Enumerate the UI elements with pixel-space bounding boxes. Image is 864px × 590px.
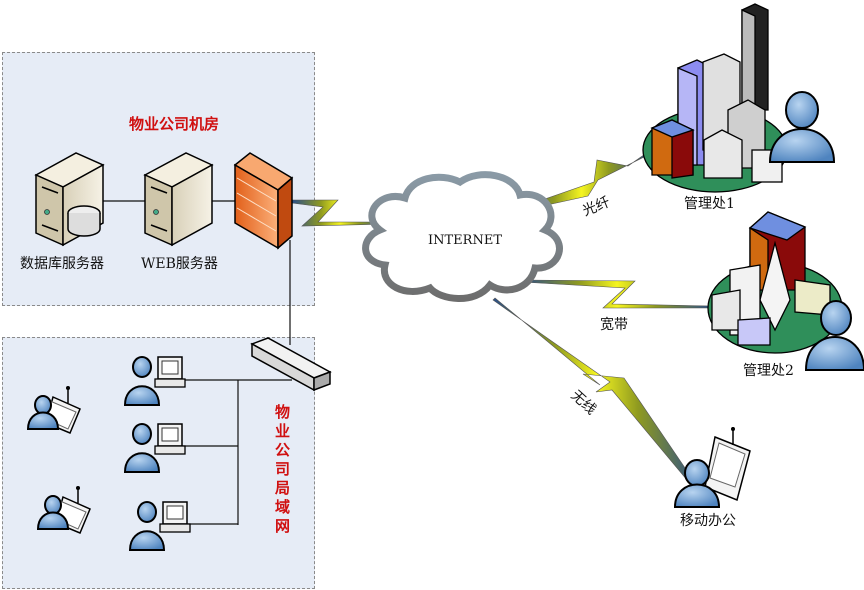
office2-label: 管理处2	[743, 363, 794, 379]
internet-label: INTERNET	[428, 233, 502, 248]
switch-icon	[250, 337, 332, 392]
web-server-label: WEB服务器	[141, 256, 218, 272]
wireless-laptop-user-icons	[26, 386, 91, 534]
desktop-user-2	[123, 423, 186, 473]
office2-buildings-icon	[707, 211, 843, 354]
internet-cloud-icon	[362, 171, 563, 302]
laptop-user-1	[26, 386, 81, 434]
desktop-user-3	[128, 501, 191, 551]
office1-label: 管理处1	[684, 196, 735, 212]
server-room-title: 物业公司机房	[129, 115, 220, 133]
office1-buildings-icon	[642, 3, 788, 193]
firewall-icon	[233, 152, 294, 250]
desktop-user-1	[123, 356, 186, 406]
laptop-user-2	[36, 486, 91, 534]
web-server-icon	[143, 152, 214, 247]
office2-user-icon	[804, 300, 864, 371]
bolt-wireless	[492, 297, 701, 493]
office1-user-icon	[768, 91, 836, 163]
mobile-office-label: 移动办公	[680, 513, 736, 529]
wired-links	[100, 200, 292, 525]
db-server-label: 数据库服务器	[20, 256, 104, 272]
mobile-laptop-user-icon	[673, 427, 751, 508]
database-server-icon	[34, 152, 105, 247]
broadband-link-label: 宽带	[600, 317, 628, 333]
lan-title: 物业公司局域网	[273, 404, 291, 537]
desktop-user-icons	[123, 356, 191, 551]
bolt-broadband	[521, 279, 713, 309]
